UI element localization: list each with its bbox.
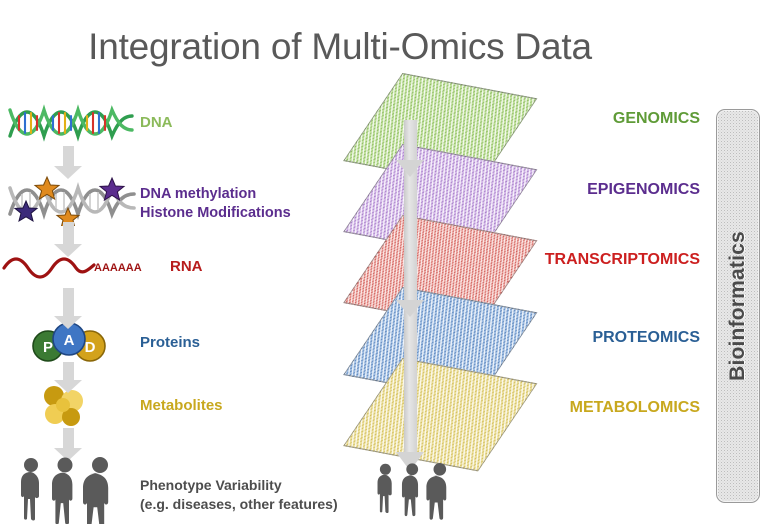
label-proteins: Proteins xyxy=(140,334,201,351)
page-title: Integration of Multi-Omics Data xyxy=(88,26,592,67)
omics-label-transcriptomics: TRANSCRIPTOMICS xyxy=(544,251,700,268)
protein-complex-icon: P A D xyxy=(32,322,106,362)
label-phenotype: Phenotype Variability (e.g. diseases, ot… xyxy=(140,476,338,514)
bioinformatics-bar: Bioinformatics xyxy=(716,109,760,503)
omics-label-epigenomics: EPIGENOMICS xyxy=(587,181,700,198)
subunit-a-label: A xyxy=(64,332,75,349)
label-metabolites: Metabolites xyxy=(140,397,223,414)
omics-label-metabolomics: METABOLOMICS xyxy=(569,399,700,416)
omics-label-genomics: GENOMICS xyxy=(612,110,700,127)
omics-plane-transcriptomics xyxy=(338,214,538,329)
label-phenotype-subtitle: (e.g. diseases, other features) xyxy=(140,496,338,512)
label-phenotype-title: Phenotype Variability xyxy=(140,477,282,493)
label-dna-methylation: DNA methylation xyxy=(140,186,257,202)
label-histone-modifications: Histone Modifications xyxy=(140,205,291,221)
bioinformatics-label: Bioinformatics xyxy=(726,231,749,381)
dna-helix-icon xyxy=(8,104,134,142)
rna-strand-icon: AAAAAA xyxy=(2,257,142,279)
label-dna: DNA xyxy=(140,114,173,131)
omics-plane-proteomics xyxy=(338,286,538,401)
omics-label-proteomics: PROTEOMICS xyxy=(592,329,700,346)
label-rna: RNA xyxy=(170,258,203,275)
omics-plane-genomics xyxy=(338,72,538,187)
human-figures-center-icon xyxy=(377,462,447,520)
modification-star-icon xyxy=(13,175,126,226)
methylated-dna-icon xyxy=(8,175,136,226)
omics-plane-metabolomics xyxy=(338,357,538,472)
label-epigenetics: DNA methylation Histone Modifications xyxy=(140,185,291,223)
metabolite-cluster-icon xyxy=(44,386,83,426)
shaft-arrowhead-middle xyxy=(396,300,424,317)
human-figures-icon xyxy=(21,457,109,524)
shaft-arrowhead-upper xyxy=(396,160,424,177)
omics-plane-epigenomics xyxy=(338,143,538,258)
subunit-p-label: P xyxy=(43,339,53,356)
polya-tail-label: AAAAAA xyxy=(94,262,142,274)
integration-shaft xyxy=(404,120,417,460)
subunit-d-label: D xyxy=(85,339,96,356)
